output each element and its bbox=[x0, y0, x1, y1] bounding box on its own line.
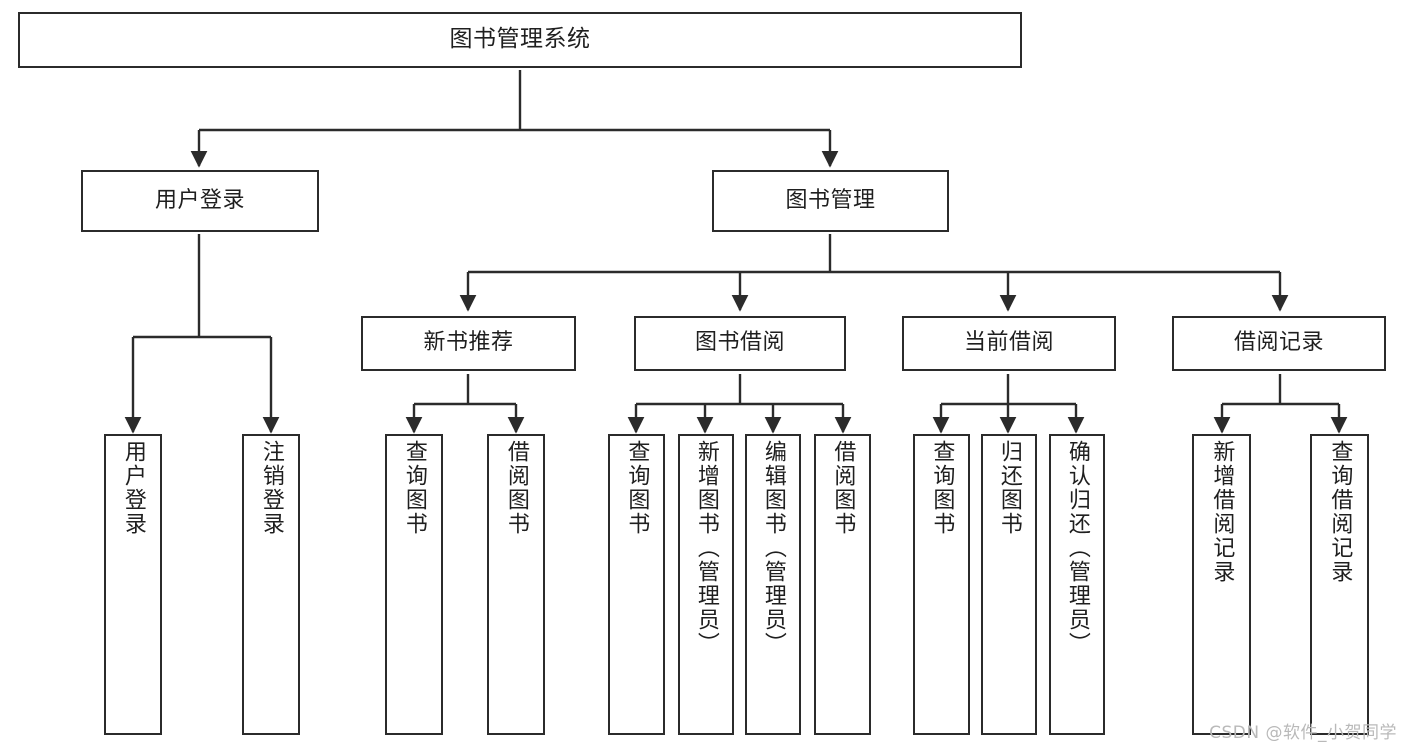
leaf-borrow-add-book-admin[interactable]: 新增图书（管理员） bbox=[678, 434, 734, 735]
node-label: 借阅记录 bbox=[1233, 330, 1324, 356]
node-label: 新书推荐 bbox=[423, 330, 514, 356]
node-label: 新增图书（管理员） bbox=[693, 440, 719, 656]
node-borrow-record[interactable]: 借阅记录 bbox=[1172, 316, 1386, 371]
node-label: 查询借阅记录 bbox=[1327, 440, 1353, 584]
node-label: 归还图书 bbox=[996, 440, 1022, 536]
node-label: 用户登录 bbox=[154, 187, 245, 213]
leaf-user-login-login[interactable]: 用户登录 bbox=[104, 434, 162, 735]
leaf-current-query-book[interactable]: 查询图书 bbox=[913, 434, 970, 735]
node-current-borrow[interactable]: 当前借阅 bbox=[902, 316, 1116, 371]
node-book-borrow[interactable]: 图书借阅 bbox=[634, 316, 846, 371]
node-label: 图书管理 bbox=[785, 187, 876, 213]
leaf-recommend-borrow-book[interactable]: 借阅图书 bbox=[487, 434, 545, 735]
leaf-record-query-record[interactable]: 查询借阅记录 bbox=[1310, 434, 1369, 735]
leaf-user-login-logout[interactable]: 注销登录 bbox=[242, 434, 300, 735]
node-book-management[interactable]: 图书管理 bbox=[712, 170, 949, 232]
leaf-current-confirm-return-admin[interactable]: 确认归还（管理员） bbox=[1049, 434, 1105, 735]
leaf-record-add-record[interactable]: 新增借阅记录 bbox=[1192, 434, 1251, 735]
leaf-borrow-query-book[interactable]: 查询图书 bbox=[608, 434, 665, 735]
node-label: 编辑图书（管理员） bbox=[760, 440, 786, 656]
node-label: 确认归还（管理员） bbox=[1064, 440, 1090, 656]
node-new-book-recommend[interactable]: 新书推荐 bbox=[361, 316, 576, 371]
node-label: 借阅图书 bbox=[503, 440, 529, 536]
leaf-borrow-edit-book-admin[interactable]: 编辑图书（管理员） bbox=[745, 434, 801, 735]
leaf-recommend-query-book[interactable]: 查询图书 bbox=[385, 434, 443, 735]
node-label: 图书借阅 bbox=[694, 330, 785, 356]
node-root-system[interactable]: 图书管理系统 bbox=[18, 12, 1022, 68]
node-label: 图书管理系统 bbox=[449, 26, 591, 53]
watermark-text: CSDN @软件_小贺同学 bbox=[1209, 723, 1397, 743]
node-label: 用户登录 bbox=[120, 440, 146, 536]
node-label: 查询图书 bbox=[929, 440, 955, 536]
node-user-login[interactable]: 用户登录 bbox=[81, 170, 319, 232]
node-label: 注销登录 bbox=[258, 440, 284, 536]
node-label: 查询图书 bbox=[624, 440, 650, 536]
node-label: 新增借阅记录 bbox=[1209, 440, 1235, 584]
node-label: 当前借阅 bbox=[963, 330, 1054, 356]
node-label: 借阅图书 bbox=[830, 440, 856, 536]
leaf-borrow-borrow-book[interactable]: 借阅图书 bbox=[814, 434, 871, 735]
leaf-current-return-book[interactable]: 归还图书 bbox=[981, 434, 1037, 735]
node-label: 查询图书 bbox=[401, 440, 427, 536]
